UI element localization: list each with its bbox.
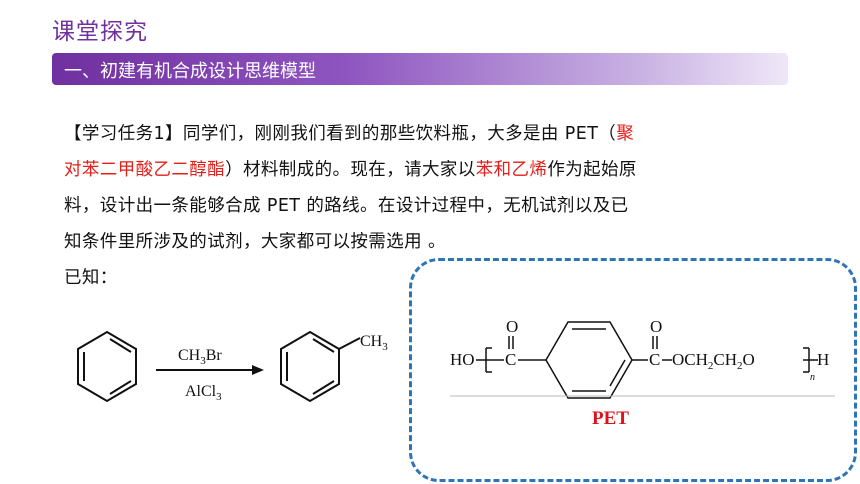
- task-line-4: 知条件里所涉及的试剂，大家都可以按需选用 。: [64, 232, 446, 252]
- pet-end-h: H: [817, 350, 829, 369]
- pet-chain: OCH2CH2O: [672, 350, 755, 372]
- task-paragraph: 【学习任务1】同学们，刚刚我们看到的那些饮料瓶，大多是由 PET（聚 对苯二甲酸…: [64, 116, 784, 296]
- task-text: 【学习任务1】同学们，刚刚我们看到的那些饮料瓶，大多是由 PET（: [64, 124, 617, 144]
- reaction-scheme: CH3Br AlCl3 CH3: [77, 330, 388, 403]
- toluene-structure: [280, 330, 361, 403]
- reagent-label: CH3Br: [178, 347, 222, 367]
- task-line-2: 对苯二甲酸乙二醇酯）材料制成的。现在，请大家以苯和乙烯作为起始原: [64, 152, 784, 188]
- pet-structure-box: [409, 258, 857, 482]
- pet-o-right: O: [650, 317, 662, 336]
- highlight-text: 对苯二甲酸乙二醇酯: [64, 160, 226, 180]
- reaction-arrow: [156, 365, 264, 375]
- pet-label: PET: [592, 408, 629, 429]
- task-text: 作为起始原: [547, 160, 637, 180]
- pet-n: n: [810, 372, 815, 383]
- benzene-structure: [77, 330, 137, 403]
- task-line-1: 【学习任务1】同学们，刚刚我们看到的那些饮料瓶，大多是由 PET（聚: [64, 116, 784, 152]
- page-title: 课堂探究: [52, 19, 148, 45]
- pet-c-left: C: [505, 350, 516, 369]
- highlight-text: 苯和乙烯: [475, 160, 548, 180]
- pet-ho: HO: [450, 350, 475, 369]
- highlight-text: 聚: [616, 124, 635, 144]
- catalyst-label: AlCl3: [185, 383, 222, 403]
- pet-o-left: O: [506, 317, 518, 336]
- section-banner-text: 一、初建有机合成设计思维模型: [64, 61, 316, 82]
- known-label: 已知：: [64, 268, 118, 288]
- methyl-label: CH3: [360, 333, 388, 353]
- task-text: ）材料制成的。现在，请大家以: [225, 160, 476, 180]
- pet-structure: HO O C C O OCH2CH2O H n PET: [450, 317, 835, 429]
- section-banner: 一、初建有机合成设计思维模型: [52, 53, 788, 85]
- task-line-3: 料，设计出一条能够合成 PET 的路线。在设计过程中，无机试剂以及已: [64, 196, 629, 216]
- pet-c-right: C: [649, 350, 660, 369]
